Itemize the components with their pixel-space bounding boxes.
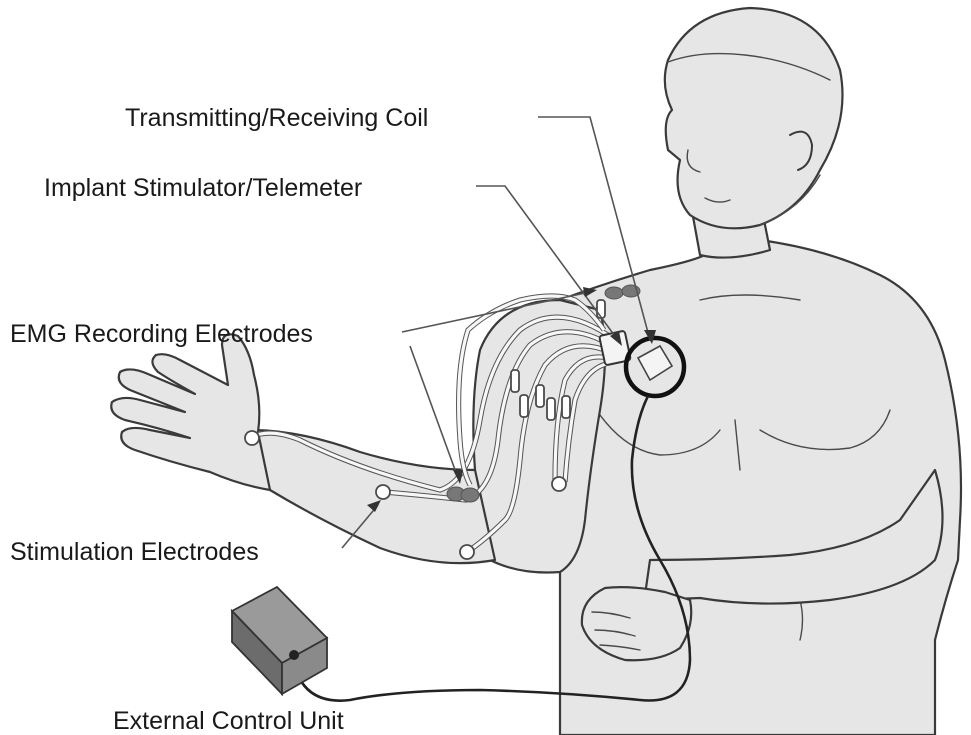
label-transmitting-coil: Transmitting/Receiving Coil	[125, 104, 428, 132]
label-external-control-unit: External Control Unit	[113, 707, 344, 735]
external-control-unit	[232, 587, 327, 694]
label-stimulation-electrodes: Stimulation Electrodes	[10, 538, 259, 566]
label-emg-electrodes: EMG Recording Electrodes	[10, 320, 313, 348]
head	[665, 8, 843, 228]
label-implant-stimulator: Implant Stimulator/Telemeter	[44, 174, 362, 202]
hand	[111, 334, 270, 490]
torso	[560, 240, 961, 735]
